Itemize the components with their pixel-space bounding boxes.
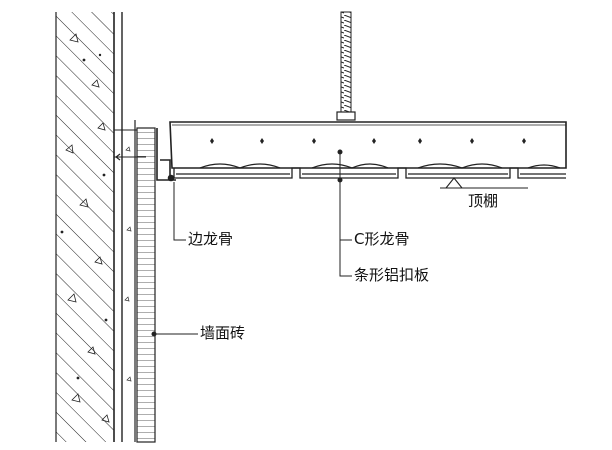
strip-aluminum-panel (173, 163, 566, 179)
wall-tile-label: 墙面砖 (200, 324, 246, 342)
strip-panel-label: 条形铝扣板 (354, 266, 430, 284)
c-keel (169, 121, 567, 169)
leader-lines (151, 149, 352, 337)
mortar-layer (121, 12, 136, 442)
edge-keel (156, 128, 176, 182)
wall-anchor (114, 129, 146, 161)
hanger-rod (336, 11, 356, 121)
c-keel-label: C形龙骨 (354, 230, 410, 248)
ceiling-label: 顶棚 (468, 192, 499, 210)
edge-keel-label: 边龙骨 (188, 230, 234, 248)
ceiling-level-symbol (440, 177, 528, 189)
wall-tile (136, 127, 156, 443)
concrete-wall (55, 12, 115, 442)
